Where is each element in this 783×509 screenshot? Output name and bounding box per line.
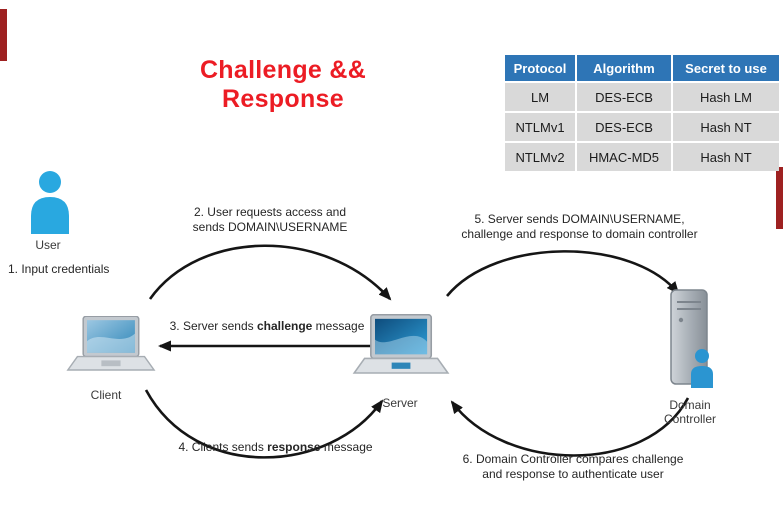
step4-text-prefix: 4. Clients sends bbox=[178, 440, 268, 454]
step6-line2: and response to authenticate user bbox=[482, 467, 664, 481]
step5-line2: challenge and response to domain control… bbox=[461, 227, 698, 241]
table-cell-ntlmv1-algorithm: DES-ECB bbox=[577, 113, 671, 141]
step2-label: 2. User requests access and sends DOMAIN… bbox=[175, 205, 365, 235]
arrow-step6 bbox=[450, 397, 690, 457]
step6-line1: 6. Domain Controller compares challenge bbox=[462, 452, 684, 466]
server-laptop-icon bbox=[352, 314, 450, 374]
step6-label: 6. Domain Controller compares challenge … bbox=[448, 452, 698, 482]
step3-text-suffix: message bbox=[312, 319, 365, 333]
page-title: Challenge && Response bbox=[199, 56, 367, 113]
step5-line1: 5. Server sends DOMAIN\USERNAME, bbox=[474, 212, 685, 226]
arrow-step2 bbox=[148, 244, 392, 301]
step3-text-bold: challenge bbox=[256, 319, 313, 333]
step3-label: 3. Server sends challenge message bbox=[158, 319, 376, 334]
step5-label: 5. Server sends DOMAIN\USERNAME, challen… bbox=[452, 212, 707, 242]
domain-controller-label-line1: Domain bbox=[669, 398, 711, 412]
server-label: Server bbox=[382, 396, 418, 410]
table-cell-ntlmv1-protocol: NTLMv1 bbox=[505, 113, 575, 141]
table-cell-lm-secret: Hash LM bbox=[673, 83, 779, 111]
table-cell-ntlmv2-secret: Hash NT bbox=[673, 143, 779, 171]
step4-text-suffix: message bbox=[320, 440, 373, 454]
arrow-step4 bbox=[144, 389, 384, 459]
domain-controller-label-line2: Controller bbox=[663, 412, 717, 426]
step2-line1: 2. User requests access and bbox=[193, 205, 347, 219]
client-laptop-icon bbox=[66, 316, 156, 371]
client-label: Client bbox=[90, 388, 122, 402]
step1-label: 1. Input credentials bbox=[8, 262, 110, 276]
protocol-table: Protocol Algorithm Secret to use LM DES-… bbox=[505, 55, 779, 171]
table-cell-ntlmv2-protocol: NTLMv2 bbox=[505, 143, 575, 171]
step3-text-prefix: 3. Server sends bbox=[169, 319, 257, 333]
table-cell-lm-algorithm: DES-ECB bbox=[577, 83, 671, 111]
user-icon bbox=[31, 171, 69, 234]
accent-bar-right bbox=[776, 167, 783, 229]
table-cell-lm-protocol: LM bbox=[505, 83, 575, 111]
table-cell-ntlmv2-algorithm: HMAC-MD5 bbox=[577, 143, 671, 171]
arrow-step5 bbox=[446, 250, 680, 297]
table-cell-ntlmv1-secret: Hash NT bbox=[673, 113, 779, 141]
step2-line2: sends DOMAIN\USERNAME bbox=[192, 220, 348, 234]
step4-text-bold: response bbox=[267, 440, 321, 454]
table-header-algorithm: Algorithm bbox=[577, 55, 671, 81]
accent-bar-left bbox=[0, 9, 7, 61]
domain-controller-icon bbox=[670, 289, 713, 388]
step4-label: 4. Clients sends response message bbox=[178, 440, 373, 455]
user-label: User bbox=[35, 238, 61, 252]
domain-controller-label: Domain Controller bbox=[654, 398, 726, 426]
table-header-protocol: Protocol bbox=[505, 55, 575, 81]
table-header-secret: Secret to use bbox=[673, 55, 779, 81]
